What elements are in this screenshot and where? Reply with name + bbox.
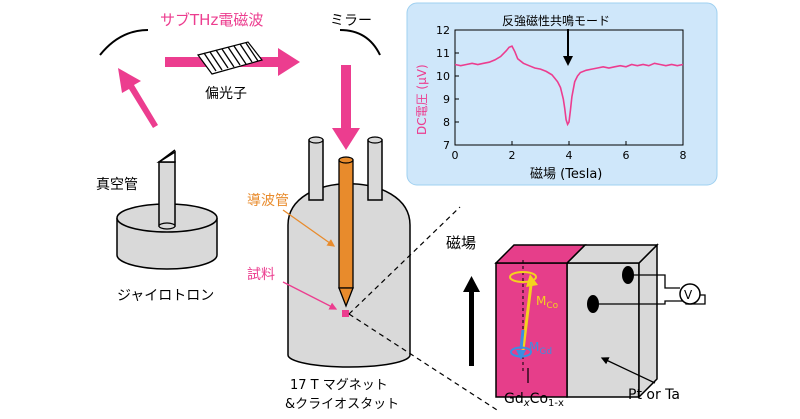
magnetization-vectors [509,260,538,372]
metal-label: Pt or Ta [628,387,680,403]
sample-block [494,243,659,399]
x-tick-label: 6 [623,149,630,162]
y-tick-label: 7 [443,139,450,152]
vacuum-tube-label: 真空管 [96,177,138,193]
y-tick-label: 10 [436,70,450,83]
magnet-label-line2: &クライオスタット [285,397,399,412]
zoom-line-bottom [348,313,498,411]
beam-arrow-up [118,68,158,128]
chart-annotation: 反強磁性共鳴モード [502,13,610,28]
field-label: 磁場 [446,234,476,252]
series-line [454,45,684,127]
sample-formula: GdxCo1-x [504,391,564,409]
wave-label: サブTHz電磁波 [160,11,263,29]
waveguide-label: 導波管 [247,193,289,209]
magnet-label-line1: 17 T マグネット [290,378,388,393]
m-co-label: MCo [536,294,559,311]
field-arrow [463,276,480,366]
polarizer [196,41,264,75]
x-tick-label: 2 [509,149,516,162]
mirror-label: ミラー [330,13,372,29]
zoom-line-top [348,206,461,315]
gyrotron-label: ジャイロトロン [117,288,214,304]
sample-label: 試料 [247,267,275,283]
voltmeter-label: V [684,288,693,302]
polarizer-label: 偏光子 [205,86,247,102]
x-tick-label: 8 [680,149,687,162]
metal-pointer [600,357,656,384]
voltmeter-circuit [593,274,706,305]
waveguide-pointer [282,209,336,247]
m-gd-label: MGd [529,340,552,357]
x-tick-label: 0 [452,149,459,162]
sample-dot [342,310,349,317]
gyrotron [116,149,218,270]
y-tick-label: 12 [436,24,450,37]
x-axis-label: 磁場 (Tesla) [530,167,602,182]
x-tick-label: 4 [566,149,573,162]
mirror-right [339,29,381,56]
y-tick-label: 9 [443,93,450,106]
y-tick-label: 11 [436,47,450,60]
y-axis-label: DC電圧 (μV) [415,64,429,135]
waveguide [338,156,354,308]
mirror-left [99,29,149,56]
beam-arrow-down [332,65,360,150]
y-tick-label: 8 [443,116,450,129]
sample-pointer [282,281,338,310]
